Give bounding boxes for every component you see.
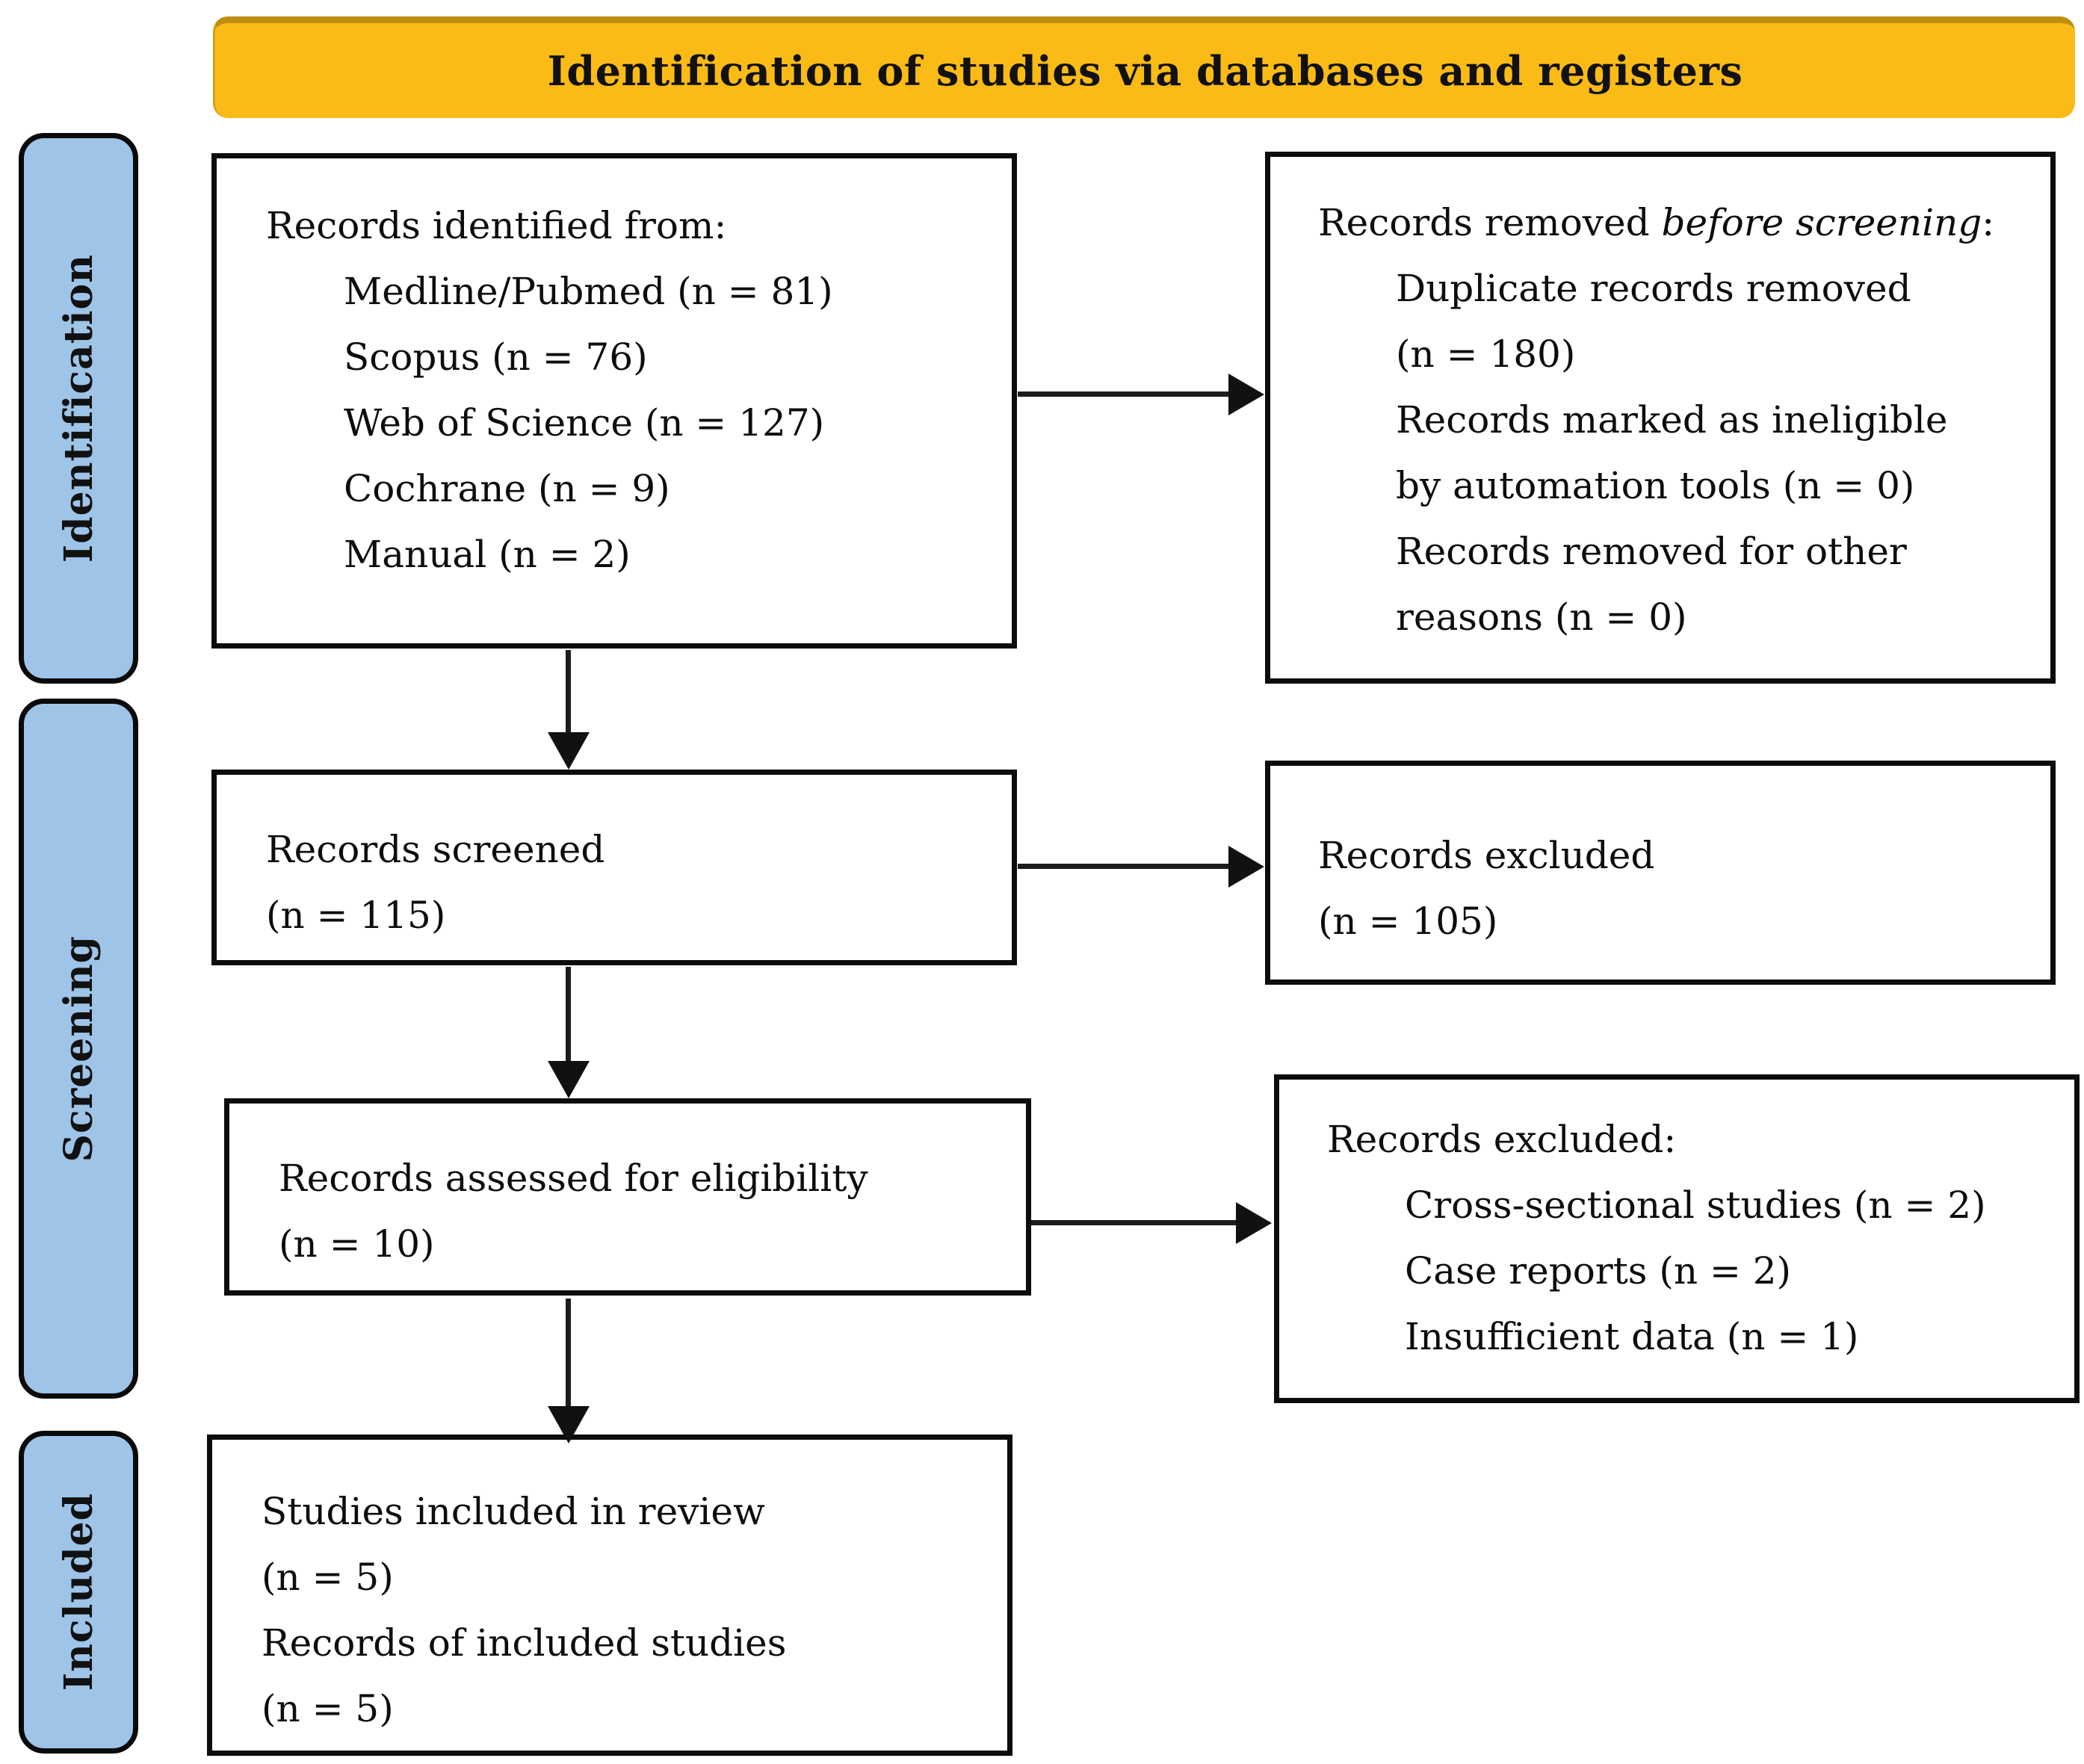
excluded-case-reports: Case reports (n = 2) [1405, 1249, 1792, 1293]
records-assessed-count: (n = 10) [279, 1222, 435, 1266]
source-scopus: Scopus (n = 76) [344, 335, 648, 379]
records-included-count: (n = 5) [262, 1687, 394, 1730]
source-manual: Manual (n = 2) [344, 533, 631, 576]
stage-included: Included [19, 1431, 138, 1754]
removed-duplicates-line2: (n = 180) [1396, 332, 1576, 376]
arrow-shaft [1018, 392, 1233, 397]
stage-identification: Identification [19, 133, 138, 684]
banner: Identification of studies via databases … [213, 16, 2075, 118]
records-screened-box: Records screened (n = 115) [211, 770, 1017, 965]
records-included-line: Records of included studies [262, 1621, 787, 1665]
arrow-head-down-icon [548, 1406, 590, 1443]
records-excluded-screening-count: (n = 105) [1318, 900, 1498, 943]
arrow-assessed-to-excluded [1031, 1202, 1272, 1244]
arrow-shaft [1031, 1220, 1240, 1225]
records-removed-title-italic: before screening [1661, 201, 1982, 244]
removed-other-line2: reasons (n = 0) [1396, 595, 1687, 639]
removed-ineligible-line1: Records marked as ineligible [1396, 398, 1948, 442]
records-excluded-eligibility-box: Records excluded: Cross-sectional studie… [1274, 1074, 2080, 1403]
banner-title: Identification of studies via databases … [547, 46, 1743, 95]
records-excluded-screening-label: Records excluded [1318, 834, 1655, 877]
arrow-screened-to-excluded [1018, 846, 1264, 888]
studies-included-box: Studies included in review (n = 5) Recor… [207, 1435, 1012, 1756]
records-assessed-box: Records assessed for eligibility (n = 10… [224, 1098, 1031, 1296]
arrow-head-down-icon [548, 1061, 590, 1098]
records-excluded-eligibility-title: Records excluded: [1327, 1118, 1677, 1161]
removed-duplicates-line1: Duplicate records removed [1396, 267, 1911, 310]
records-removed-title-prefix: Records removed [1318, 201, 1662, 244]
stage-included-label: Included [55, 1493, 102, 1692]
arrow-shaft [1018, 864, 1233, 869]
records-identified-title: Records identified from: [266, 204, 727, 247]
records-removed-title: Records removed before screening: [1318, 190, 2037, 256]
stage-screening: Screening [19, 699, 138, 1399]
removed-other-line1: Records removed for other [1396, 530, 1907, 573]
arrow-identified-to-removed [1018, 374, 1264, 415]
excluded-cross-sectional: Cross-sectional studies (n = 2) [1405, 1183, 1986, 1227]
records-screened-label: Records screened [266, 828, 605, 871]
records-removed-box: Records removed before screening: Duplic… [1265, 152, 2056, 684]
arrow-shaft [566, 650, 571, 737]
records-removed-title-suffix: : [1982, 201, 1995, 244]
arrow-shaft [566, 967, 571, 1065]
records-identified-box: Records identified from: Medline/Pubmed … [211, 153, 1017, 649]
source-medline: Medline/Pubmed (n = 81) [344, 270, 833, 313]
records-assessed-label: Records assessed for eligibility [279, 1157, 868, 1200]
excluded-insufficient-data: Insufficient data (n = 1) [1405, 1315, 1859, 1358]
source-web-of-science: Web of Science (n = 127) [344, 401, 825, 445]
removed-ineligible-line2: by automation tools (n = 0) [1396, 464, 1915, 507]
arrow-head-right-icon [1236, 1202, 1272, 1244]
arrow-head-down-icon [548, 732, 590, 770]
studies-included-line1: Studies included in review [262, 1490, 765, 1533]
arrow-head-right-icon [1228, 846, 1264, 888]
source-cochrane: Cochrane (n = 9) [344, 467, 670, 510]
arrow-shaft [566, 1299, 571, 1411]
records-excluded-screening-box: Records excluded (n = 105) [1265, 761, 2056, 985]
records-screened-count: (n = 115) [266, 894, 446, 937]
arrow-screened-to-assessed [548, 967, 590, 1098]
stage-screening-label: Screening [55, 935, 102, 1163]
arrow-identified-to-screened [548, 650, 590, 770]
arrow-assessed-to-included [548, 1299, 590, 1443]
stage-identification-label: Identification [55, 253, 102, 563]
studies-included-count: (n = 5) [262, 1556, 394, 1599]
arrow-head-right-icon [1228, 374, 1264, 415]
